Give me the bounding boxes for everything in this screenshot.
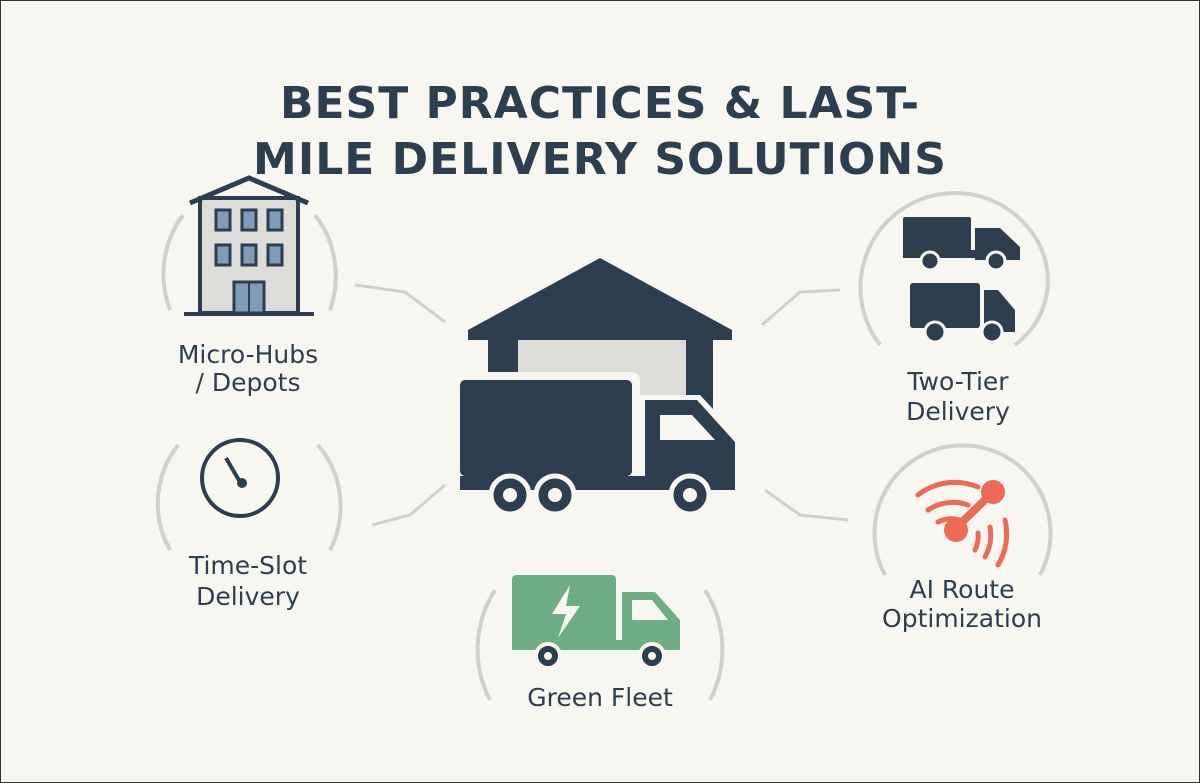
label-ai-route-1: AI Route (910, 575, 1015, 604)
connector-micro-hubs (354, 283, 446, 324)
building-icon (184, 175, 314, 316)
label-micro-hubs-2: / Depots (196, 368, 301, 397)
arc-right (313, 213, 338, 311)
connector-time-slot (371, 483, 446, 527)
item-micro-hubs: Micro-Hubs / Depots (161, 175, 338, 397)
item-green-fleet: Green Fleet (475, 575, 725, 712)
lightning-bolt-icon (552, 585, 580, 638)
title-line-2: MILE DELIVERY SOLUTIONS (253, 134, 947, 185)
connector-lines (354, 283, 849, 527)
warehouse-truck-icon (452, 258, 742, 517)
trucks-icon (903, 217, 1020, 344)
title-line-1: BEST PRACTICES & LAST- (280, 78, 920, 129)
label-green-fleet: Green Fleet (527, 683, 673, 712)
label-ai-route-2: Optimization (882, 604, 1042, 633)
label-time-slot-1: Time-Slot (188, 551, 307, 580)
item-two-tier: Two-Tier Delivery (858, 191, 1050, 426)
item-time-slot: Time-Slot Delivery (155, 438, 343, 611)
electric-truck-icon (512, 575, 680, 670)
connector-two-tier (761, 288, 841, 327)
label-two-tier-1: Two-Tier (906, 367, 1009, 396)
label-micro-hubs-1: Micro-Hubs (178, 340, 318, 369)
clock-icon (200, 438, 280, 518)
connector-ai-route (764, 488, 849, 522)
label-time-slot-2: Delivery (196, 582, 300, 611)
arc-left (161, 213, 185, 311)
item-ai-route: AI Route Optimization (872, 443, 1053, 633)
label-two-tier-2: Delivery (906, 397, 1010, 426)
